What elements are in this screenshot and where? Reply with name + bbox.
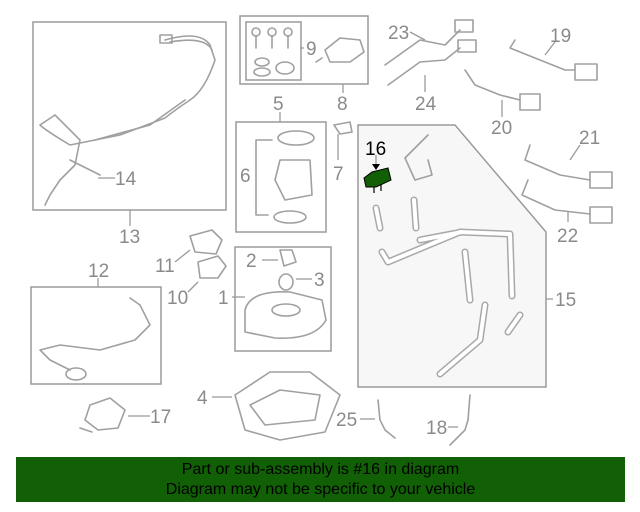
- sensor-tip-12: [65, 367, 87, 381]
- callout-19: 19: [550, 26, 571, 47]
- callout-1: 1: [218, 288, 229, 309]
- banner-line-1: Part or sub-assembly is #16 in diagram: [181, 461, 460, 478]
- callout-16[interactable]: 16: [365, 139, 386, 160]
- group-box-9-inner: [245, 21, 302, 81]
- callout-23: 23: [388, 23, 409, 44]
- callout-8: 8: [337, 94, 348, 115]
- callout-17: 17: [150, 407, 171, 428]
- callout-22: 22: [557, 226, 578, 247]
- fitting-part-7: [333, 121, 353, 135]
- sensor-part-12: [39, 297, 151, 371]
- group-box-1: [234, 246, 332, 352]
- sensor-part-10: [197, 255, 227, 279]
- valve-part-17: [79, 397, 126, 433]
- fuel-tank-part-1: [244, 249, 327, 339]
- vent-lines-part-15: [372, 134, 524, 378]
- callout-4: 4: [197, 388, 208, 409]
- callout-20: 20: [491, 118, 512, 139]
- group-box-12: [30, 286, 162, 385]
- callout-5: 5: [273, 94, 284, 115]
- group-box-5: [235, 121, 327, 233]
- heat-shield-part-4: [234, 371, 341, 441]
- callout-13: 13: [119, 227, 140, 248]
- valve-part-8: [315, 37, 365, 63]
- callout-12: 12: [88, 261, 109, 282]
- group-box-9: [239, 15, 369, 85]
- bolts-part-9: [251, 27, 295, 77]
- callout-21: 21: [579, 128, 600, 149]
- banner-line-2: Diagram may not be specific to your vehi…: [165, 481, 476, 498]
- callout-9: 9: [306, 39, 317, 60]
- wiring-harness-part-13: [39, 34, 216, 206]
- callout-11: 11: [155, 256, 175, 277]
- connector-part-11: [189, 229, 223, 255]
- callout-24: 24: [415, 94, 437, 115]
- callout-3: 3: [314, 270, 325, 291]
- arrowhead-16: [372, 164, 380, 170]
- callout-10: 10: [167, 288, 188, 309]
- callout-2: 2: [246, 251, 257, 272]
- group-box-15: [357, 124, 547, 388]
- hose-part-25: [377, 399, 396, 439]
- fuel-pump-part-6: [255, 130, 315, 224]
- callout-6: 6: [240, 166, 251, 187]
- leader-lines: [97, 31, 581, 428]
- callout-18: 18: [426, 418, 447, 439]
- callout-25: 25: [336, 410, 357, 431]
- pressure-sensor-part-16[interactable]: [363, 167, 392, 193]
- info-banner: Part or sub-assembly is #16 in diagram D…: [16, 457, 625, 502]
- sensors-parts-19-24: [384, 19, 613, 224]
- callout-15: 15: [555, 290, 576, 311]
- callout-14: 14: [115, 169, 137, 190]
- callout-7: 7: [333, 164, 344, 185]
- sensor-part-18: [449, 394, 471, 446]
